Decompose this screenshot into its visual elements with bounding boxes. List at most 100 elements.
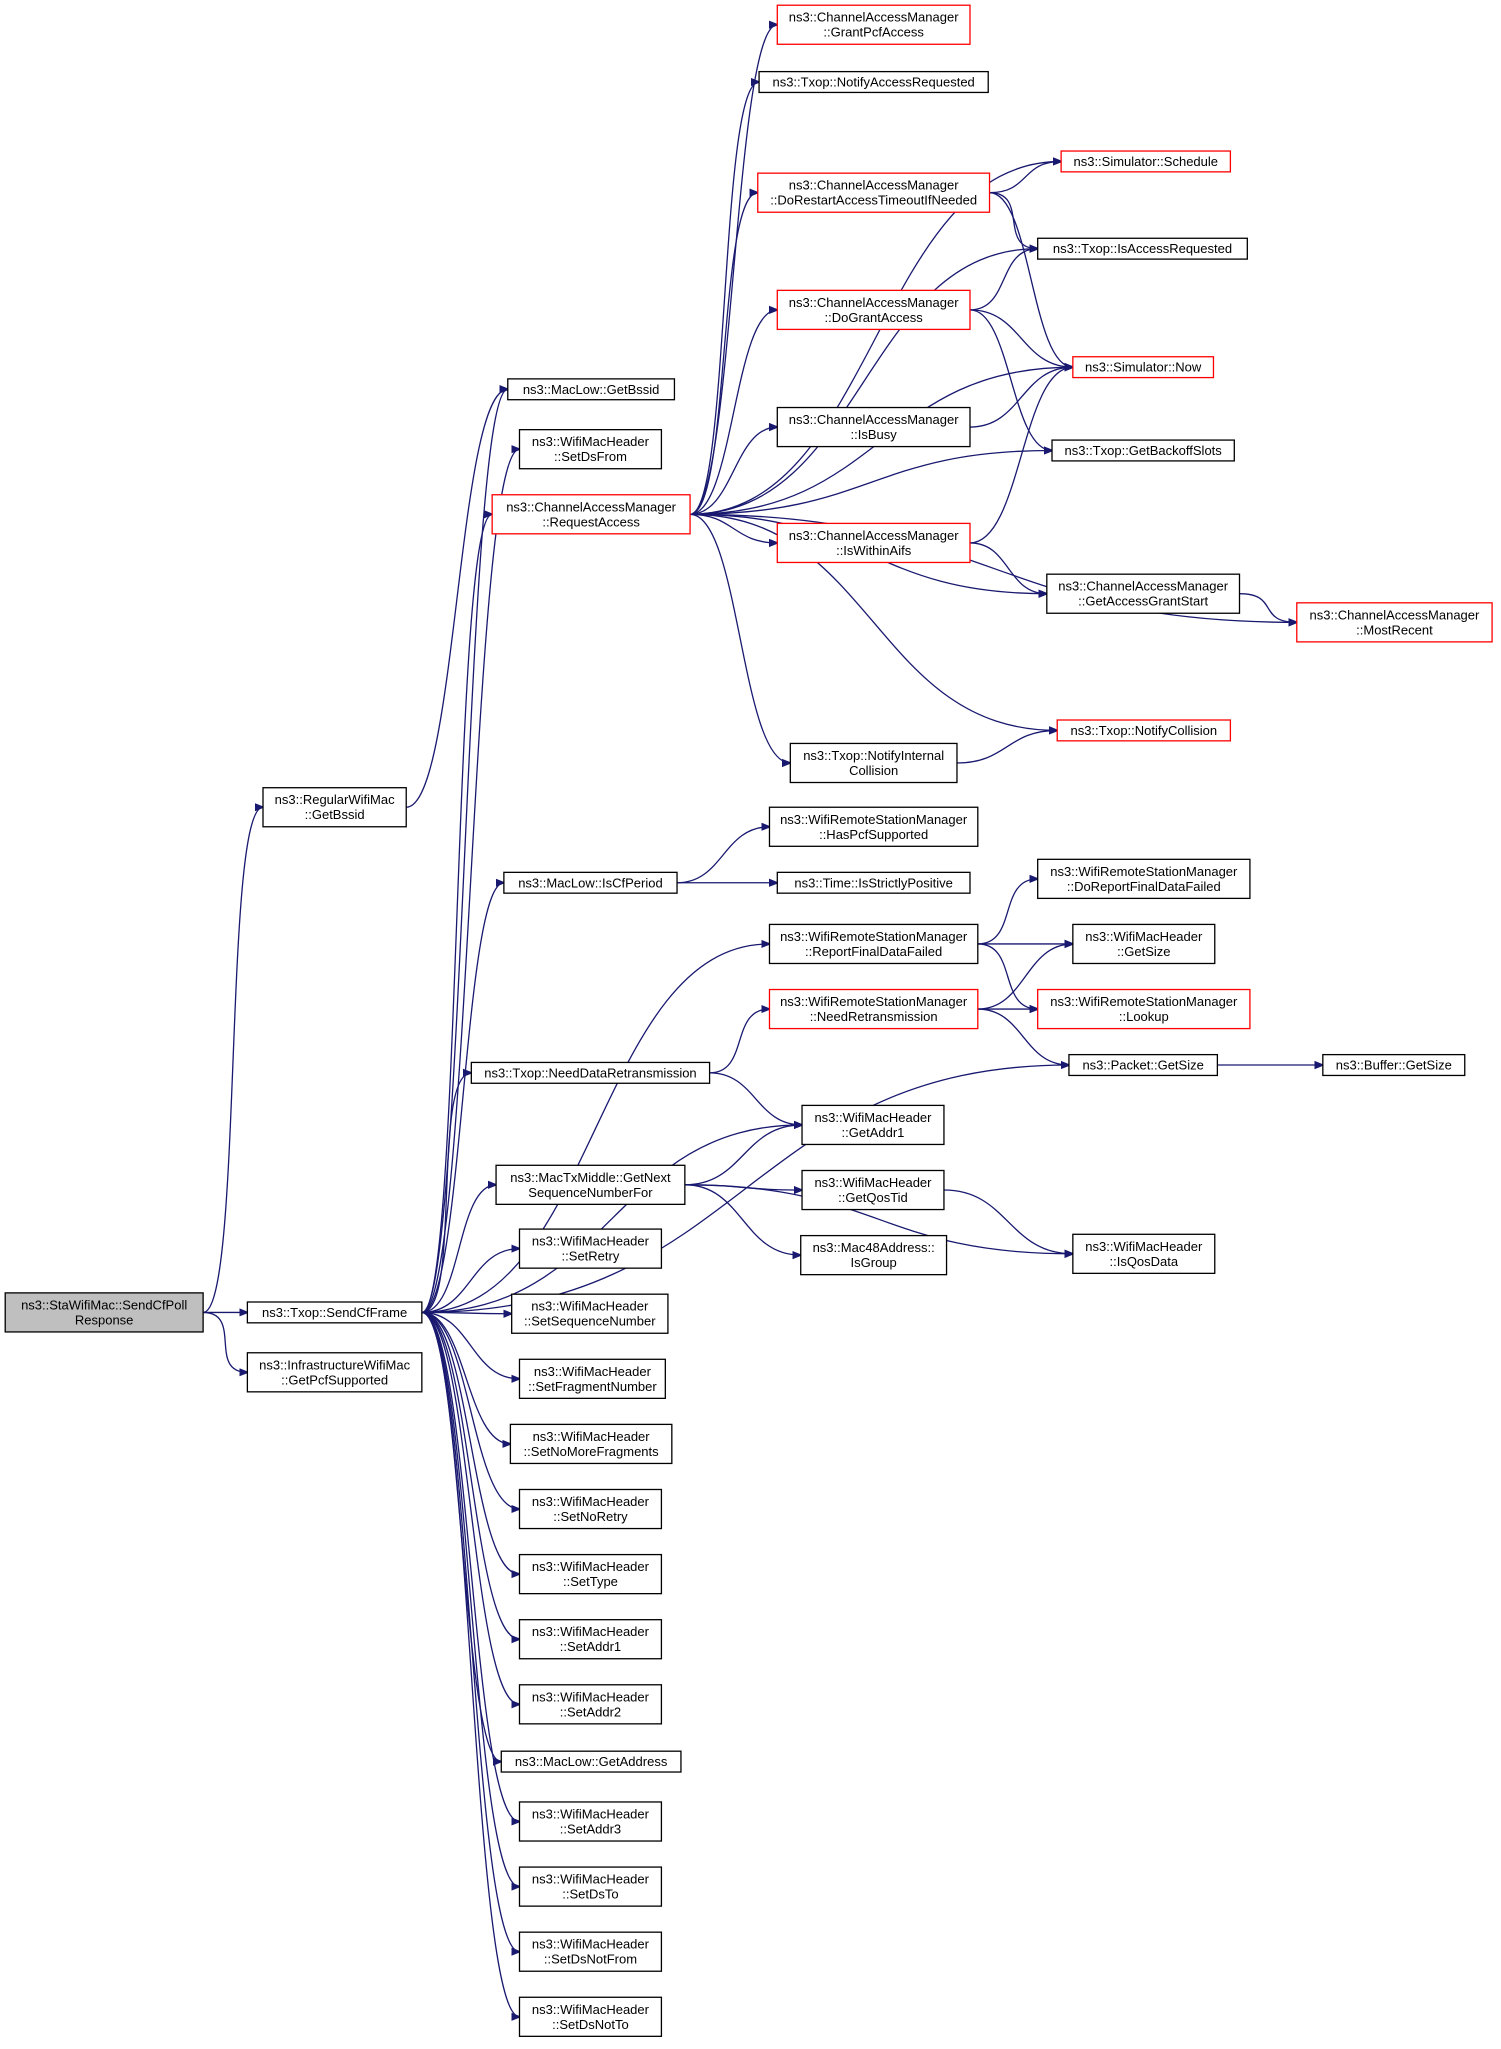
edge-requestaccess-to-dogrant (690, 310, 777, 515)
node-label: ::HasPcfSupported (819, 827, 928, 842)
node-packet_getsize[interactable]: ns3::Packet::GetSize (1068, 1053, 1219, 1077)
node-isqosdata[interactable]: ns3::WifiMacHeader::IsQosData (1072, 1233, 1216, 1275)
node-label: ::NeedRetransmission (810, 1009, 938, 1024)
edge-getaccessgrant-to-mostrecent (1239, 593, 1297, 623)
node-infra_getpcf[interactable]: ns3::InfrastructureWifiMac::GetPcfSuppor… (246, 1352, 423, 1393)
node-label: ns3::WifiMacHeader (531, 1299, 649, 1314)
edge-regular_getbssid-to-maclow_getbssid (406, 389, 508, 808)
node-setdsto[interactable]: ns3::WifiMacHeader::SetDsTo (518, 1866, 663, 1907)
node-haspcf[interactable]: ns3::WifiRemoteStationManager::HasPcfSup… (768, 806, 979, 847)
node-buffer_getsize[interactable]: ns3::Buffer::GetSize (1322, 1053, 1466, 1077)
node-maclow_getbssid[interactable]: ns3::MacLow::GetBssid (507, 378, 676, 401)
node-setseq[interactable]: ns3::WifiMacHeader::SetSequenceNumber (511, 1293, 669, 1334)
node-label: ns3::WifiRemoteStationManager (1050, 864, 1238, 879)
node-getaddress[interactable]: ns3::MacLow::GetAddress (500, 1750, 682, 1773)
node-dogrant[interactable]: ns3::ChannelAccessManager::DoGrantAccess (776, 289, 971, 331)
edge (421, 1311, 520, 1886)
node-settype[interactable]: ns3::WifiMacHeader::SetType (518, 1553, 663, 1595)
node-setdsnotto[interactable]: ns3::WifiMacHeader::SetDsNotTo (518, 1996, 663, 2037)
node-getnextseq[interactable]: ns3::MacTxMiddle::GetNextSequenceNumberF… (495, 1164, 686, 1206)
node-setretry[interactable]: ns3::WifiMacHeader::SetRetry (518, 1228, 663, 1269)
node-label: ns3::WifiMacHeader (814, 1110, 932, 1125)
edge-sendcfframe-to-setseq (421, 1312, 512, 1313)
edge (421, 1125, 802, 1314)
node-setnomorefrag[interactable]: ns3::WifiMacHeader::SetNoMoreFragments (509, 1423, 673, 1465)
edge-dogrant-to-isaccessreq (969, 249, 1038, 311)
node-hdr_getsize[interactable]: ns3::WifiMacHeader::GetSize (1072, 923, 1216, 965)
edge-root-to-regular_getbssid (202, 807, 263, 1314)
node-box (518, 1866, 663, 1907)
node-label: ::GetAccessGrantStart (1078, 594, 1208, 609)
node-setnoretry[interactable]: ns3::WifiMacHeader::SetNoRetry (518, 1488, 663, 1530)
node-getaddr1[interactable]: ns3::WifiMacHeader::GetAddr1 (801, 1104, 945, 1146)
node-requestaccess[interactable]: ns3::ChannelAccessManager::RequestAccess (491, 494, 691, 535)
node-isstrictly[interactable]: ns3::Time::IsStrictlyPositive (776, 871, 971, 894)
node-sendcfframe[interactable]: ns3::Txop::SendCfFrame (246, 1301, 423, 1324)
node-setdsnotfrom[interactable]: ns3::WifiMacHeader::SetDsNotFrom (518, 1931, 663, 1972)
node-needretrans[interactable]: ns3::WifiRemoteStationManager::NeedRetra… (768, 988, 979, 1030)
node-box (1072, 923, 1216, 965)
node-box (1037, 988, 1251, 1030)
edge-dogrant-to-getbackoff (969, 309, 1052, 451)
node-isgroup[interactable]: ns3::Mac48Address::IsGroup (800, 1234, 948, 1276)
node-label: ns3::Txop::IsAccessRequested (1053, 241, 1232, 256)
node-now[interactable]: ns3::Simulator::Now (1072, 356, 1215, 379)
node-isaccessreq[interactable]: ns3::Txop::IsAccessRequested (1037, 237, 1248, 260)
node-label: ::IsWithinAifs (836, 543, 912, 558)
node-label: ::GetQosTid (838, 1190, 908, 1205)
node-label: ::SetAddr3 (560, 1821, 621, 1836)
node-setdsfrom[interactable]: ns3::WifiMacHeader::SetDsFrom (518, 429, 663, 470)
node-lookup[interactable]: ns3::WifiRemoteStationManager::Lookup (1037, 988, 1251, 1030)
node-schedule[interactable]: ns3::Simulator::Schedule (1060, 150, 1232, 173)
node-notifycollision[interactable]: ns3::Txop::NotifyCollision (1056, 719, 1232, 742)
node-iscfperiod[interactable]: ns3::MacLow::IsCfPeriod (503, 871, 678, 894)
node-setaddr2[interactable]: ns3::WifiMacHeader::SetAddr2 (518, 1684, 663, 1725)
edge (421, 1311, 520, 1509)
node-mostrecent[interactable]: ns3::ChannelAccessManager::MostRecent (1296, 602, 1493, 643)
node-grantpcf[interactable]: ns3::ChannelAccessManager::GrantPcfAcces… (776, 4, 971, 45)
node-dorestart[interactable]: ns3::ChannelAccessManager::DoRestartAcce… (757, 172, 991, 213)
node-iswithinaifs[interactable]: ns3::ChannelAccessManager::IsWithinAifs (776, 522, 971, 564)
edge (956, 730, 1057, 764)
edge (421, 1311, 520, 1574)
node-setfrag[interactable]: ns3::WifiMacHeader::SetFragmentNumber (518, 1358, 666, 1399)
node-setaddr3[interactable]: ns3::WifiMacHeader::SetAddr3 (518, 1801, 663, 1842)
node-box (757, 172, 991, 213)
node-box (1322, 1053, 1466, 1077)
node-needdataretrans[interactable]: ns3::Txop::NeedDataRetransmission (470, 1061, 711, 1084)
node-reportfinal[interactable]: ns3::WifiRemoteStationManager::ReportFin… (768, 923, 979, 965)
node-getbackoff[interactable]: ns3::Txop::GetBackoffSlots (1051, 439, 1235, 462)
node-label: ns3::WifiRemoteStationManager (780, 812, 968, 827)
node-box (1037, 237, 1248, 260)
node-label: ns3::WifiMacHeader (1085, 929, 1203, 944)
node-getaccessgrant[interactable]: ns3::ChannelAccessManager::GetAccessGran… (1046, 573, 1241, 614)
node-label: ns3::ChannelAccessManager (789, 295, 959, 310)
node-label: ns3::Mac48Address:: (813, 1240, 935, 1255)
node-label: ns3::WifiRemoteStationManager (780, 994, 968, 1009)
node-isbusy[interactable]: ns3::ChannelAccessManager::IsBusy (776, 406, 971, 448)
node-notifyaccessreq[interactable]: ns3::Txop::NotifyAccessRequested (758, 70, 989, 94)
node-setaddr1[interactable]: ns3::WifiMacHeader::SetAddr1 (518, 1619, 663, 1660)
edge-reportfinal-to-doreport (977, 879, 1038, 945)
node-label: ns3::WifiMacHeader (814, 1175, 932, 1190)
edge (709, 1072, 802, 1125)
edge (989, 192, 1073, 367)
edge (969, 309, 1073, 367)
node-label: ::SetDsFrom (554, 449, 627, 464)
node-box (776, 289, 971, 331)
edge (202, 807, 263, 1314)
edge (421, 389, 508, 1314)
node-label: SequenceNumberFor (528, 1185, 653, 1200)
edge-dogrant-to-now (969, 309, 1073, 367)
node-doreport[interactable]: ns3::WifiRemoteStationManager::DoReportF… (1037, 858, 1251, 900)
node-box (518, 1358, 666, 1399)
edge (969, 249, 1038, 311)
node-box (1072, 356, 1215, 379)
node-box (1068, 1053, 1219, 1077)
node-getqostid[interactable]: ns3::WifiMacHeader::GetQosTid (801, 1169, 945, 1211)
node-label: ns3::Txop::NotifyInternal (803, 748, 944, 763)
node-regular_getbssid[interactable]: ns3::RegularWifiMac::GetBssid (262, 787, 407, 828)
edge-getqostid-to-isqosdata (943, 1189, 1073, 1254)
